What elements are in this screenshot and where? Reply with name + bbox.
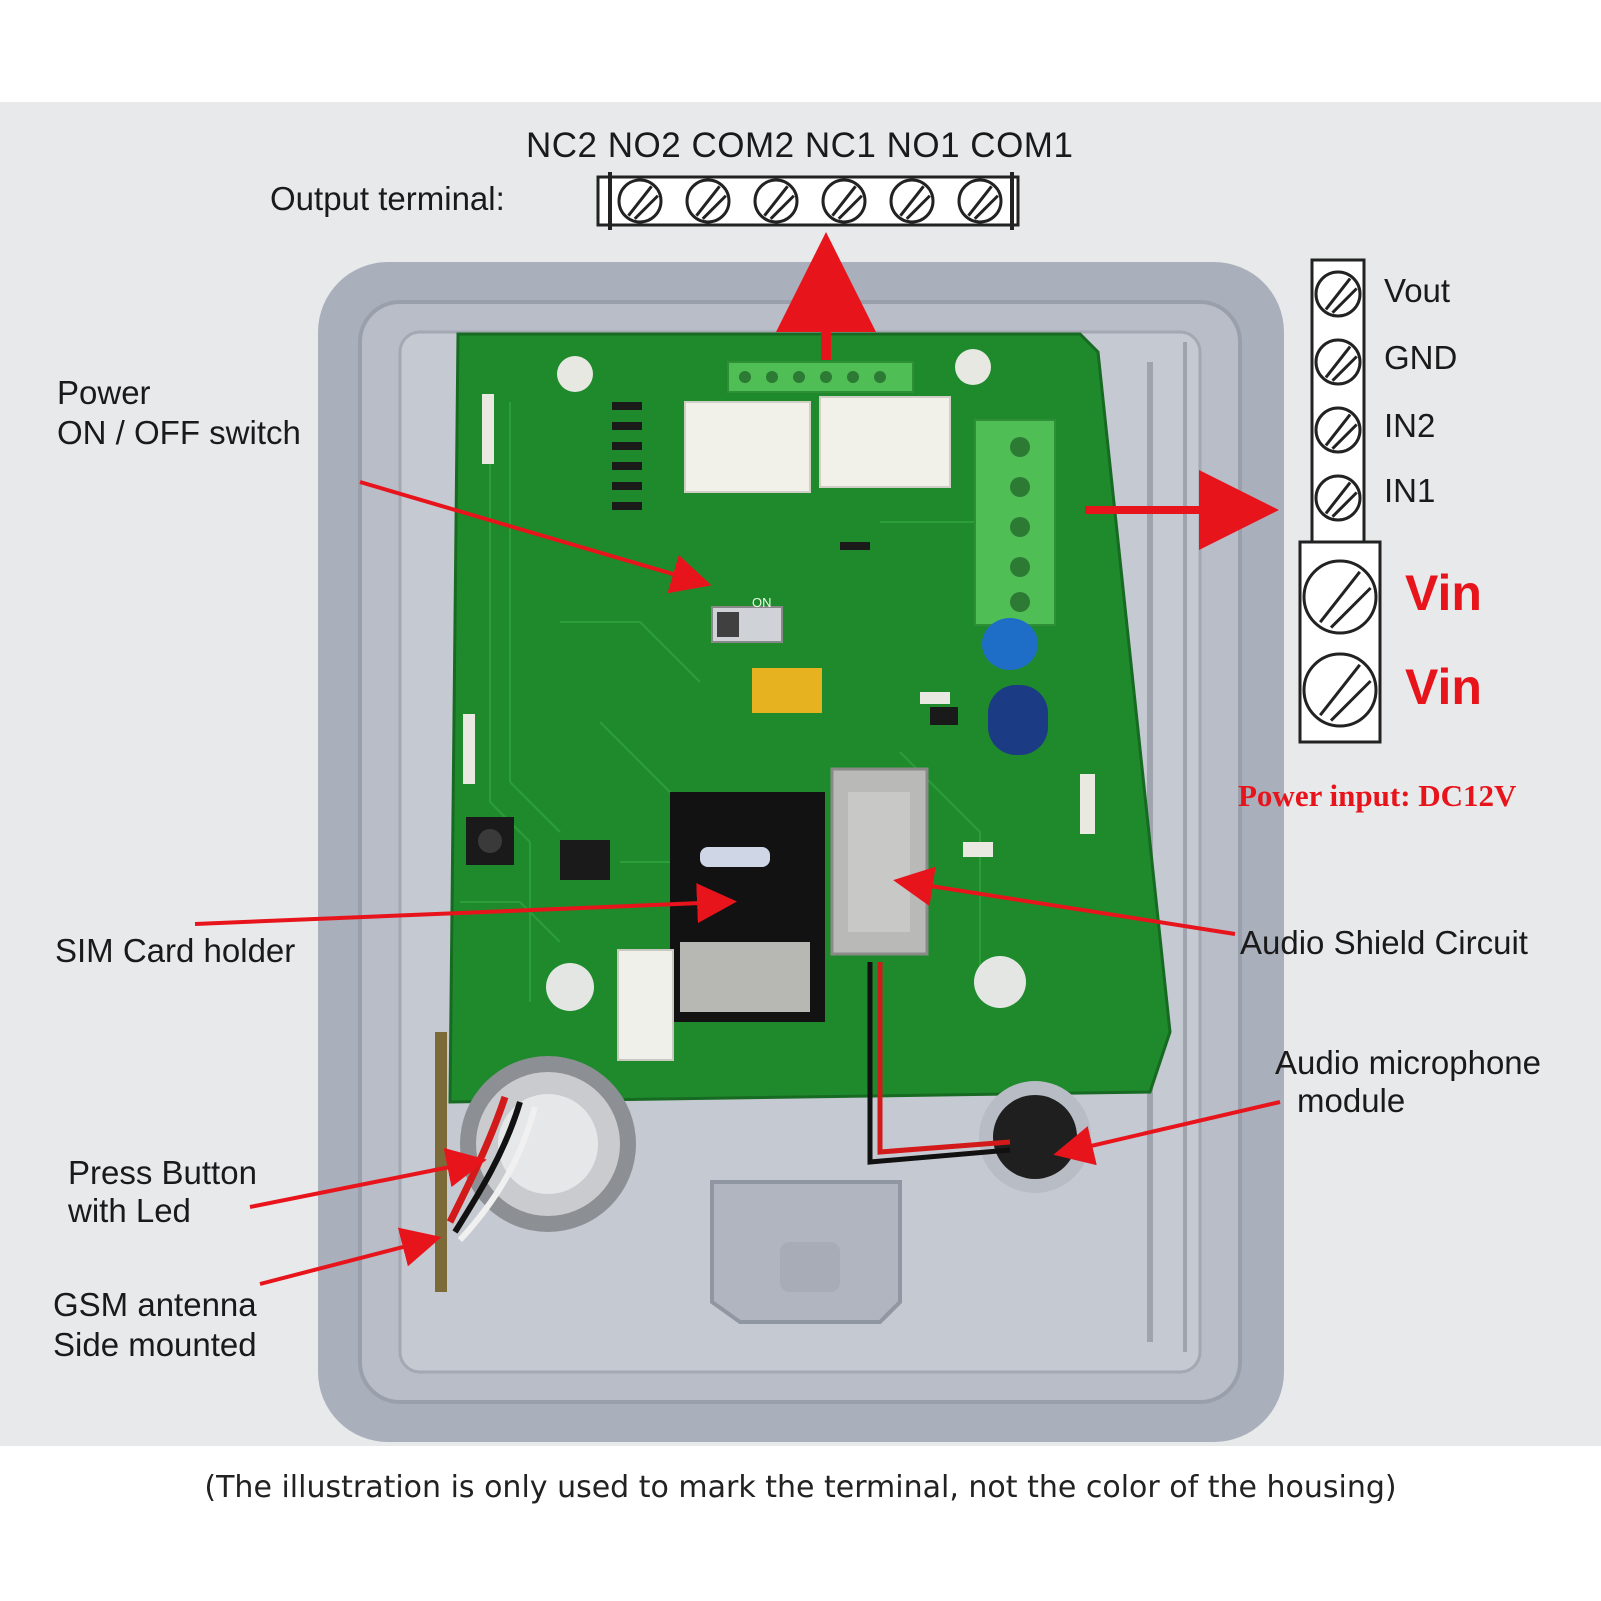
power-switch-label-line1: Power bbox=[57, 374, 151, 411]
audio-shield-label: Audio Shield Circuit bbox=[1240, 924, 1528, 961]
pcb-board bbox=[448, 332, 1172, 1104]
screw-slot bbox=[627, 185, 653, 217]
screw-slot bbox=[831, 185, 857, 217]
figure-caption: (The illustration is only used to mark t… bbox=[204, 1470, 1397, 1505]
pin-label-vout: Vout bbox=[1384, 272, 1451, 309]
pin-label-gnd: GND bbox=[1384, 339, 1458, 376]
vin-label-2: Vin bbox=[1405, 659, 1482, 715]
screw-slot bbox=[1324, 481, 1352, 515]
output-terminal-label: Output terminal: bbox=[270, 180, 505, 217]
screw-slot bbox=[905, 194, 931, 220]
screw-slot bbox=[769, 194, 795, 220]
screw-slot bbox=[701, 194, 727, 220]
pin-label: NO2 bbox=[607, 126, 682, 165]
screw-slot bbox=[1329, 679, 1372, 722]
vin-label-1: Vin bbox=[1405, 565, 1482, 621]
screw-slot bbox=[1319, 663, 1361, 717]
power-terminal-graphic bbox=[1298, 258, 1382, 744]
pin-label: COM1 bbox=[970, 126, 1074, 165]
screw-slot bbox=[899, 185, 925, 217]
screw-slot bbox=[973, 194, 999, 220]
screw-slot bbox=[1329, 586, 1372, 629]
screw-slot bbox=[1331, 287, 1358, 314]
switch-on-label: ON bbox=[752, 595, 772, 610]
annotation-arrows bbox=[194, 232, 1281, 1286]
screw-slot bbox=[695, 185, 721, 217]
pin-label-in2: IN2 bbox=[1384, 407, 1436, 444]
screw-slot bbox=[633, 194, 659, 220]
screw-slot bbox=[967, 185, 993, 217]
device-illustration bbox=[194, 172, 1382, 1442]
pin-label: COM2 bbox=[691, 126, 795, 165]
gsm-antenna-label-line2: Side mounted bbox=[53, 1326, 257, 1363]
press-button-label-line1: Press Button bbox=[68, 1154, 257, 1191]
screw-slot bbox=[1324, 345, 1352, 379]
press-button-component bbox=[446, 1056, 636, 1243]
gsm-antenna bbox=[435, 1032, 447, 1292]
mic-label-line2: module bbox=[1297, 1082, 1406, 1119]
pin-label: NC1 bbox=[804, 126, 877, 165]
screw-slot bbox=[1331, 423, 1358, 450]
pin-label: NC2 bbox=[526, 126, 598, 165]
press-button-label-line2: with Led bbox=[68, 1192, 191, 1229]
screw-slot bbox=[1324, 413, 1352, 447]
screw-slot bbox=[837, 194, 863, 220]
diagram-stage: NC2 NO2 COM2 NC1 NO1 COM1 Output termina… bbox=[0, 102, 1601, 1446]
gsm-antenna-label-line1: GSM antenna bbox=[53, 1286, 257, 1323]
power-switch-label-line2: ON / OFF switch bbox=[57, 414, 301, 451]
pin-label: NO1 bbox=[886, 126, 961, 165]
screw-slot bbox=[1331, 355, 1358, 382]
screw-slot bbox=[1319, 570, 1361, 624]
sim-card-holder-label: SIM Card holder bbox=[55, 932, 296, 969]
screw-slot bbox=[1324, 277, 1352, 311]
pin-label-in1: IN1 bbox=[1384, 472, 1436, 509]
mic-label-line1: Audio microphone bbox=[1275, 1044, 1541, 1081]
power-input-label: Power input: DC12V bbox=[1238, 778, 1517, 813]
output-terminal-pin-labels: NC2 NO2 COM2 NC1 NO1 COM1 bbox=[526, 126, 1073, 166]
screw-slot bbox=[763, 185, 789, 217]
screw-slot bbox=[1331, 491, 1358, 518]
output-terminal-graphic bbox=[596, 172, 1020, 230]
